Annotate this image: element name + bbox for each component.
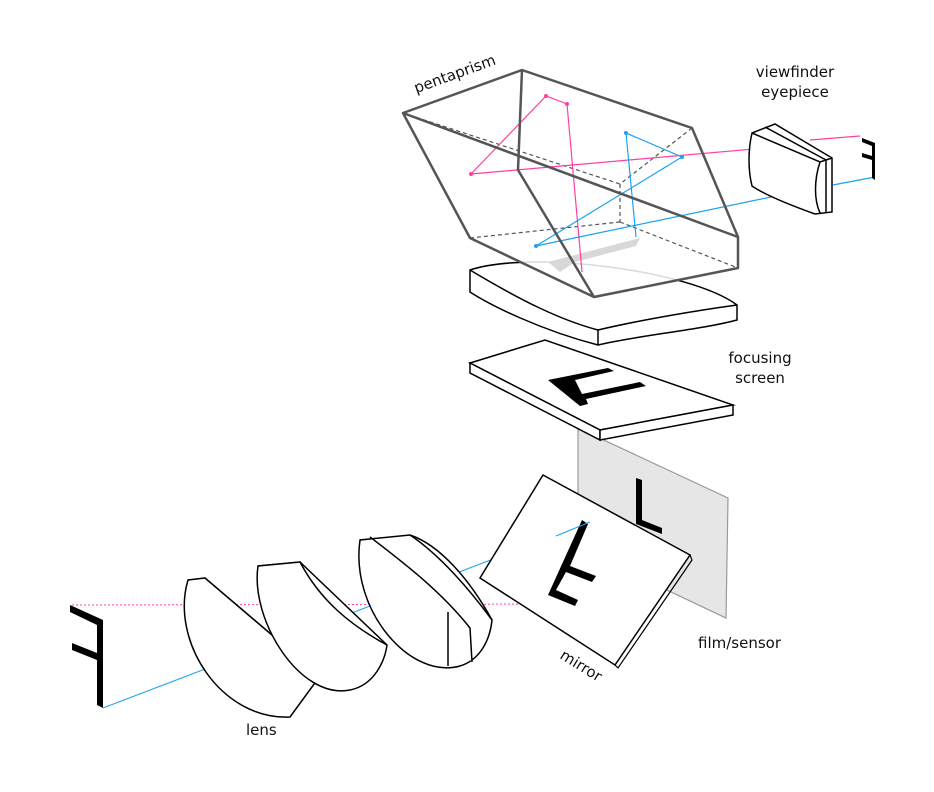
eye-image-f: [862, 138, 875, 180]
label-focusing-line1: focusing: [728, 349, 792, 367]
label-focusing-line2: screen: [735, 369, 785, 387]
focusing-screen: [468, 339, 736, 442]
screen-image-f: [548, 368, 646, 406]
viewfinder-eyepiece: [748, 123, 833, 215]
label-viewfinder: viewfinder eyepiece: [745, 62, 845, 102]
lens-element-1: [183, 577, 322, 718]
object-f: [70, 605, 103, 708]
label-viewfinder-line1: viewfinder: [755, 63, 835, 81]
label-focusing-screen: focusing screen: [725, 348, 795, 388]
lens-element-2: [256, 561, 388, 692]
label-lens: lens: [246, 721, 277, 739]
pentaprism: [401, 68, 876, 299]
label-film-sensor: film/sensor: [698, 634, 781, 652]
label-viewfinder-line2: eyepiece: [761, 83, 829, 101]
film-image-f: [636, 478, 662, 534]
lens-group: [183, 534, 493, 718]
